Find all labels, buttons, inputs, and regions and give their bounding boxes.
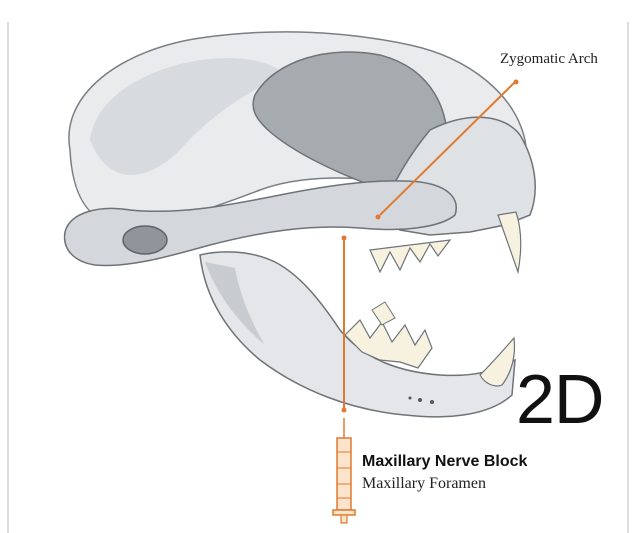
upper-canine (498, 212, 521, 272)
needle-mark (342, 408, 347, 413)
cat-skull-illustration (65, 32, 536, 417)
leader-line-end (514, 80, 519, 85)
block-title: Maxillary Nerve Block (362, 453, 527, 471)
lower-premolar (372, 302, 395, 325)
panel-label: 2D (516, 364, 603, 434)
tympanic-bulla (123, 226, 167, 254)
mental-foramen (430, 400, 434, 404)
mental-foramen (409, 397, 412, 400)
upper-premolars (370, 240, 450, 272)
needle-tip (342, 236, 347, 241)
leader-line-start (376, 215, 381, 220)
block-subtitle: Maxillary Foramen (362, 475, 486, 493)
mental-foramen (418, 398, 422, 402)
zygomatic-arch-label: Zygomatic Arch (500, 51, 598, 68)
syringe-icon (333, 418, 355, 523)
